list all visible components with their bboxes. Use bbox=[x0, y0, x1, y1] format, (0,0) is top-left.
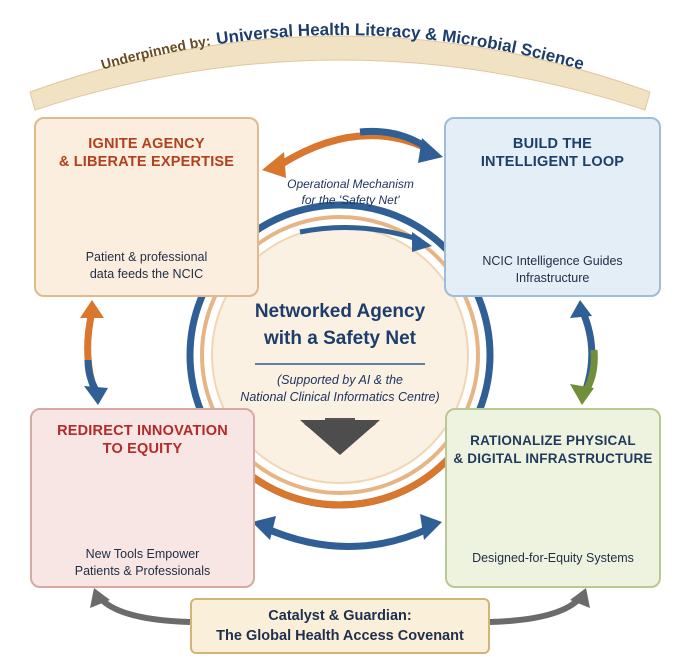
center-title-line: Networked Agency bbox=[254, 301, 426, 322]
box-caption: Designed-for-Equity Systems bbox=[447, 550, 659, 567]
box-caption: New Tools Empower Patients & Professiona… bbox=[32, 546, 253, 580]
title-line: REDIRECT INNOVATION bbox=[57, 423, 228, 439]
arrow-top-head-left bbox=[262, 152, 286, 178]
caption-line: New Tools Empower bbox=[85, 547, 200, 561]
box-intelligent-loop: BUILD THE INTELLIGENT LOOP NCIC Intellig… bbox=[444, 117, 661, 297]
box-caption: NCIC Intelligence Guides Infrastructure bbox=[446, 253, 659, 287]
caption-line: Infrastructure bbox=[515, 271, 590, 285]
center-title-line: with a Safety Net bbox=[263, 328, 417, 349]
center-title: Networked Agency with a Safety Net bbox=[220, 298, 460, 352]
center-subtitle: (Supported by AI & the National Clinical… bbox=[215, 372, 465, 406]
title-line: TO EQUITY bbox=[102, 441, 183, 457]
box-redirect-innovation: REDIRECT INNOVATION TO EQUITY New Tools … bbox=[30, 408, 255, 588]
mechanism-label: Operational Mechanism for the 'Safety Ne… bbox=[268, 176, 433, 208]
center-subtitle-line: National Clinical Informatics Centre) bbox=[240, 390, 440, 404]
caption-line: Designed-for-Equity Systems bbox=[472, 551, 634, 565]
caption-line: NCIC Intelligence Guides bbox=[482, 254, 623, 268]
box-title: REDIRECT INNOVATION TO EQUITY bbox=[32, 422, 253, 458]
center-subtitle-line: (Supported by AI & the bbox=[276, 373, 403, 387]
box-title: BUILD THE INTELLIGENT LOOP bbox=[446, 135, 659, 171]
title-line: IGNITE AGENCY bbox=[88, 136, 205, 152]
arrow-footer-left bbox=[97, 595, 191, 625]
title-line: & DIGITAL INFRASTRUCTURE bbox=[453, 451, 653, 466]
covenant-line2: The Global Health Access Covenant bbox=[216, 628, 464, 644]
title-line: INTELLIGENT LOOP bbox=[480, 154, 625, 170]
mechanism-line: Operational Mechanism bbox=[287, 177, 414, 191]
covenant-line1: Catalyst & Guardian: bbox=[268, 608, 412, 624]
caption-line: data feeds the NCIC bbox=[89, 267, 204, 281]
caption-line: Patients & Professionals bbox=[74, 564, 211, 578]
box-title: RATIONALIZE PHYSICAL & DIGITAL INFRASTRU… bbox=[447, 432, 659, 468]
box-rationalize-infrastructure: RATIONALIZE PHYSICAL & DIGITAL INFRASTRU… bbox=[445, 408, 661, 588]
title-line: RATIONALIZE PHYSICAL bbox=[470, 433, 636, 448]
banner-arc bbox=[29, 35, 651, 111]
box-ignite-agency: IGNITE AGENCY & LIBERATE EXPERTISE Patie… bbox=[34, 117, 259, 297]
box-caption: Patient & professional data feeds the NC… bbox=[36, 249, 257, 283]
mechanism-line: for the 'Safety Net' bbox=[301, 193, 400, 207]
title-line: BUILD THE bbox=[512, 136, 593, 152]
caption-line: Patient & professional bbox=[85, 250, 208, 264]
title-line: & LIBERATE EXPERTISE bbox=[58, 154, 235, 170]
covenant-box: Catalyst & Guardian: The Global Health A… bbox=[190, 598, 490, 654]
arrow-bottom bbox=[263, 524, 432, 550]
box-title: IGNITE AGENCY & LIBERATE EXPERTISE bbox=[36, 135, 257, 171]
arrow-footer-right bbox=[489, 595, 583, 625]
